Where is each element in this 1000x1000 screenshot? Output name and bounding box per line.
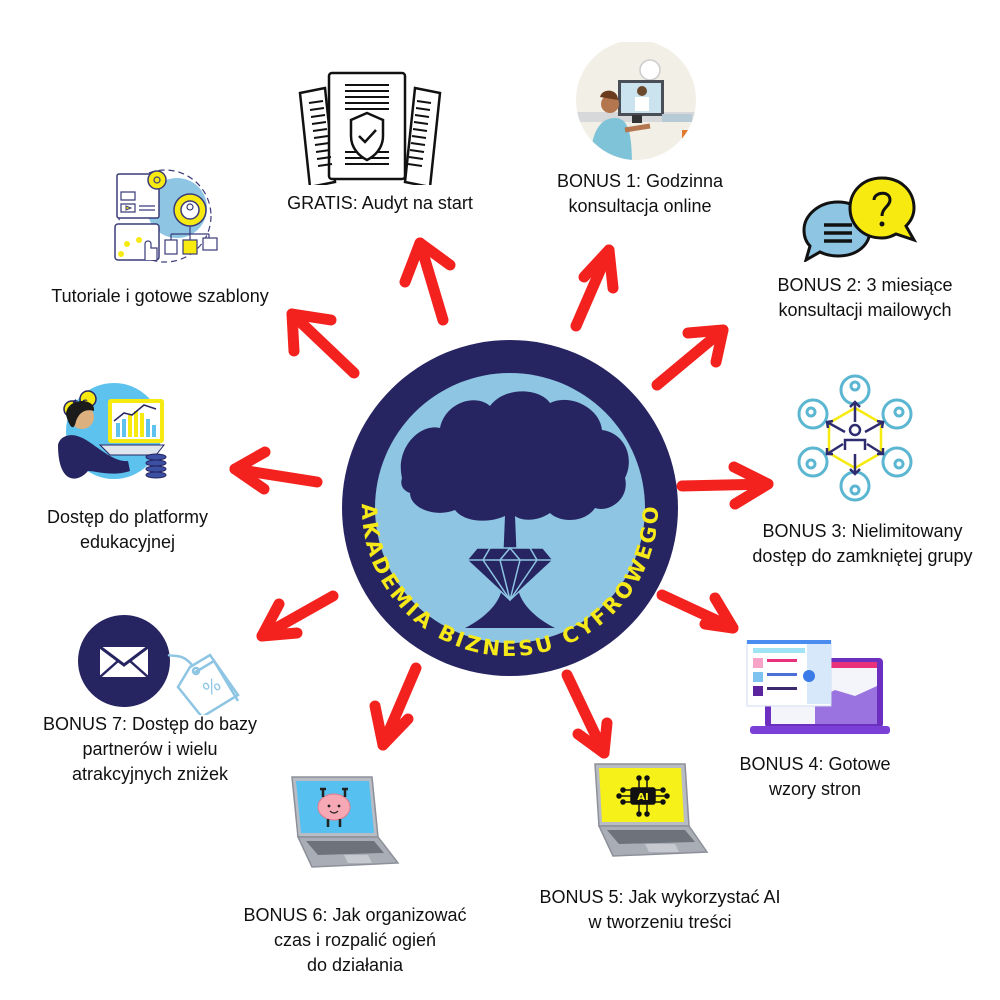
speech-bubbles-icon (802, 176, 918, 262)
arrow-bonus1 (570, 244, 619, 332)
label-bonus1: BONUS 1: Godzinna konsultacja online (556, 171, 724, 216)
arrow-bonus6 (369, 662, 422, 751)
label-platform: Dostęp do platformy edukacyjnej (46, 507, 209, 552)
video-consultation-icon (576, 42, 696, 160)
website-templates-icon (746, 640, 890, 734)
mail-discount-icon: % (78, 615, 240, 715)
arrow-bonus5 (561, 669, 613, 759)
label-bonus4: BONUS 4: Gotowe wzory stron (739, 754, 891, 799)
brain-laptop-icon (291, 776, 400, 868)
label-bonus6: BONUS 6: Jak organizować czas i rozpalić… (243, 905, 467, 975)
network-group-icon (797, 374, 913, 502)
label-bonus3: BONUS 3: Nielimitowany dostęp do zamknię… (752, 521, 973, 566)
svg-text:AI: AI (637, 792, 648, 803)
label-bonus7: BONUS 7: Dostęp do bazy partnerów i wiel… (42, 714, 258, 784)
tutorials-templates-icon (114, 169, 218, 263)
arrow-platform (229, 446, 323, 495)
akademia-logo: AKADEMIA BIZNESU CYFROWEGO (342, 340, 678, 676)
label-tutorials: Tutoriale i gotowe szablony (51, 286, 269, 306)
ai-laptop-icon: AI (594, 763, 709, 857)
tree-icon (400, 391, 629, 628)
arrow-bonus3 (676, 461, 774, 510)
arrow-tutorials (286, 308, 360, 379)
label-audit: GRATIS: Audyt na start (287, 193, 473, 213)
arrow-bonus2 (651, 324, 729, 391)
document-shield-icon (298, 71, 442, 185)
label-bonus2: BONUS 2: 3 miesiące konsultacji mailowyc… (777, 275, 953, 320)
arrow-bonus7 (256, 590, 339, 642)
diamond-icon (465, 546, 555, 602)
label-bonus5: BONUS 5: Jak wykorzystać AI w tworzeniu … (539, 887, 781, 932)
arrow-audit (399, 237, 456, 326)
arrow-bonus4 (656, 589, 739, 634)
learning-platform-icon: $ € (58, 383, 167, 479)
svg-text:%: % (199, 674, 225, 701)
